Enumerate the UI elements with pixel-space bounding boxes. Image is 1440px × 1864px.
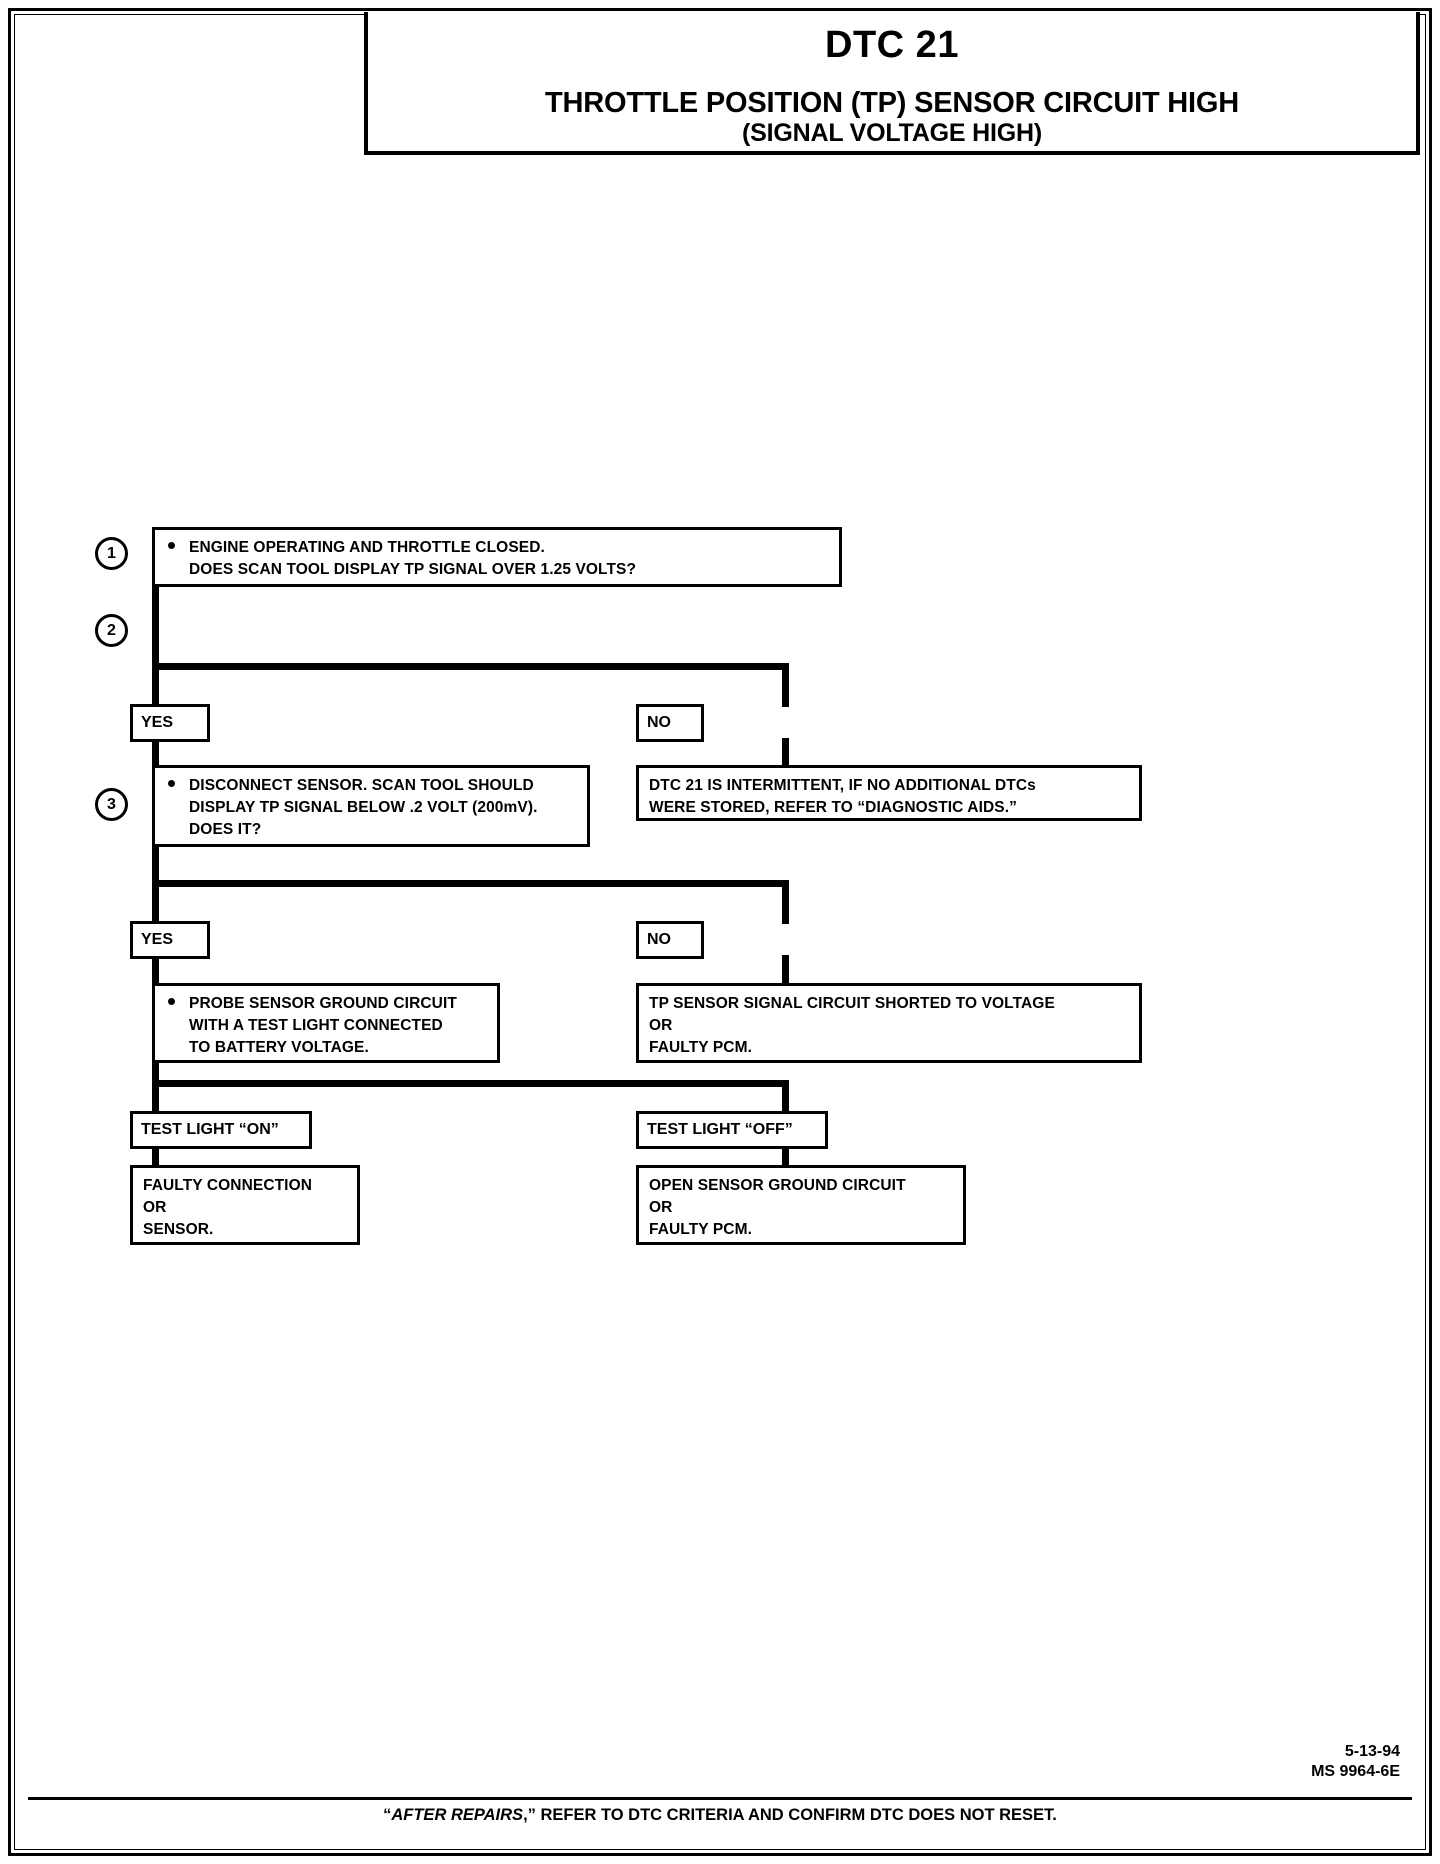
step-1-box: ENGINE OPERATING AND THROTTLE CLOSED. DO… [152, 527, 842, 587]
branch-yes-1: YES [130, 704, 210, 742]
result-tlon-line-3: SENSOR. [143, 1221, 214, 1238]
connector-h-step1-branch [152, 663, 789, 670]
branch-test-light-on: TEST LIGHT “ON” [130, 1111, 312, 1149]
result-no-2-box: TP SENSOR SIGNAL CIRCUIT SHORTED TO VOLT… [636, 983, 1142, 1063]
result-tlon-line-2: OR [143, 1199, 167, 1216]
page-border-outer [8, 8, 1432, 1856]
header-title-block: DTC 21 THROTTLE POSITION (TP) SENSOR CIR… [364, 12, 1420, 155]
step-3-line-3: TO BATTERY VOLTAGE. [189, 1039, 369, 1056]
result-no-2-line-3: FAULTY PCM. [649, 1039, 753, 1056]
branch-test-light-off-label: TEST LIGHT “OFF” [647, 1121, 793, 1138]
page-border-inner [14, 14, 1426, 1850]
connector-v-yes1-to-step2 [152, 583, 159, 608]
footer-note-prefix: “ [383, 1806, 392, 1824]
result-tloff-line-2: OR [649, 1199, 673, 1216]
branch-no-1-label: NO [647, 714, 671, 731]
footer-note-suffix: ,” REFER TO DTC CRITERIA AND CONFIRM DTC… [523, 1806, 1057, 1824]
result-no-1-line-1: DTC 21 IS INTERMITTENT, IF NO ADDITIONAL… [649, 777, 1036, 794]
result-no-2-line-1: TP SENSOR SIGNAL CIRCUIT SHORTED TO VOLT… [649, 995, 1055, 1012]
branch-test-light-off: TEST LIGHT “OFF” [636, 1111, 828, 1149]
page-subtitle: (SIGNAL VOLTAGE HIGH) [742, 118, 1042, 147]
page-title: THROTTLE POSITION (TP) SENSOR CIRCUIT HI… [544, 86, 1240, 119]
step-2-line-2: DISPLAY TP SIGNAL BELOW .2 VOLT (200mV). [189, 799, 538, 816]
branch-no-2-label: NO [647, 931, 671, 948]
document-id: MS 9964-6E [1311, 1763, 1400, 1780]
step-number-2: 2 [95, 614, 128, 647]
bullet-icon [168, 998, 175, 1005]
connector-v-yes2-down [152, 880, 159, 924]
connector-v-testlight-off-down [782, 1080, 789, 1120]
connector-v-yes1-step2 [152, 738, 159, 768]
step-2-box: DISCONNECT SENSOR. SCAN TOOL SHOULD DISP… [152, 765, 590, 847]
connector-v-no1-down [782, 663, 789, 707]
connector-v-testlight-on-down [152, 1080, 159, 1120]
bullet-icon [168, 542, 175, 549]
step-number-1: 1 [95, 537, 128, 570]
step-2-line-3: DOES IT? [189, 821, 262, 838]
step-1-line-1: ENGINE OPERATING AND THROTTLE CLOSED. [189, 539, 545, 556]
bullet-icon [168, 780, 175, 787]
connector-v-testlight-on-result [152, 1148, 159, 1173]
result-tloff-line-1: OPEN SENSOR GROUND CIRCUIT [649, 1177, 906, 1194]
step-3-line-1: PROBE SENSOR GROUND CIRCUIT [189, 995, 457, 1012]
connector-v-step1-down [152, 595, 159, 670]
branch-no-1: NO [636, 704, 704, 742]
document-date: 5-13-94 [1344, 1743, 1400, 1760]
connector-h-step3-branch [152, 1080, 789, 1087]
connector-h-step2-branch [152, 880, 789, 887]
result-no-1-line-2: WERE STORED, REFER TO “DIAGNOSTIC AIDS.” [649, 799, 1017, 816]
dtc-code: DTC 21 [825, 24, 959, 66]
connector-v-no2-result [782, 955, 789, 985]
step-3-box: PROBE SENSOR GROUND CIRCUIT WITH A TEST … [152, 983, 500, 1063]
result-tlon-line-1: FAULTY CONNECTION [143, 1177, 313, 1194]
connector-v-no1-result [782, 738, 789, 768]
result-test-light-off-box: OPEN SENSOR GROUND CIRCUIT OR FAULTY PCM… [636, 1165, 966, 1245]
result-tloff-line-3: FAULTY PCM. [649, 1221, 753, 1238]
step-1-line-2: DOES SCAN TOOL DISPLAY TP SIGNAL OVER 1.… [189, 561, 637, 578]
branch-test-light-on-label: TEST LIGHT “ON” [141, 1121, 279, 1138]
footer-divider [28, 1797, 1412, 1800]
connector-v-testlight-off-result [782, 1148, 789, 1173]
footer-note-italic: AFTER REPAIRS [391, 1806, 524, 1824]
result-no-2-line-2: OR [649, 1017, 673, 1034]
branch-yes-2-label: YES [141, 931, 174, 948]
connector-v-yes1-down [152, 663, 159, 707]
footer-note: “AFTER REPAIRS,” REFER TO DTC CRITERIA A… [0, 1806, 1440, 1825]
branch-yes-1-label: YES [141, 714, 174, 731]
result-test-light-on-box: FAULTY CONNECTION OR SENSOR. [130, 1165, 360, 1245]
connector-v-yes2-step3 [152, 955, 159, 985]
connector-v-no2-down [782, 880, 789, 924]
branch-yes-2: YES [130, 921, 210, 959]
step-2-line-1: DISCONNECT SENSOR. SCAN TOOL SHOULD [189, 777, 534, 794]
step-3-line-2: WITH A TEST LIGHT CONNECTED [189, 1017, 443, 1034]
result-no-1-box: DTC 21 IS INTERMITTENT, IF NO ADDITIONAL… [636, 765, 1142, 821]
branch-no-2: NO [636, 921, 704, 959]
step-number-3: 3 [95, 788, 128, 821]
document-code-block: 5-13-94 MS 9964-6E [1311, 1742, 1400, 1782]
